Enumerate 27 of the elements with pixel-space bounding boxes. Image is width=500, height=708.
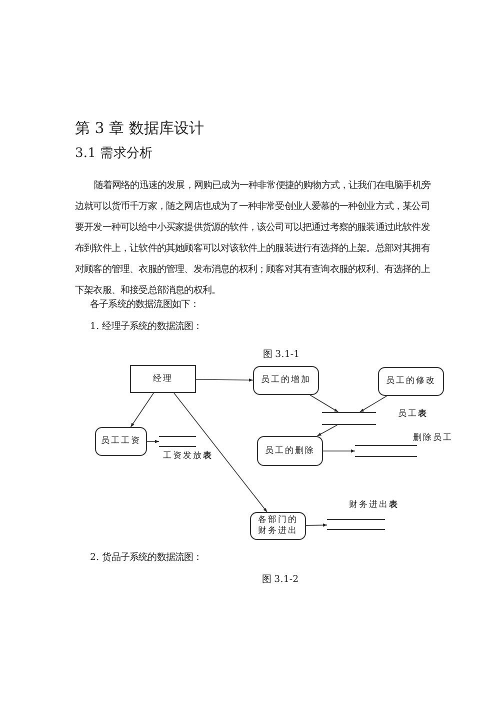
process-box: 员工的修改 <box>378 367 444 396</box>
process-box: 员工工资 <box>95 427 147 456</box>
data-store-label: 财务进出表 <box>349 499 399 511</box>
data-store-label: 员工表 <box>398 408 428 420</box>
process-box: 各部门的财务进出 <box>250 512 306 540</box>
data-store-label: 删除员工 <box>413 432 453 444</box>
figure-caption: 图 3.1-2 <box>262 573 300 587</box>
section-heading: 3.1 需求分析 <box>75 145 154 163</box>
entity-box: 经理 <box>130 365 196 393</box>
process-box: 员工的删除 <box>257 436 323 466</box>
arrow <box>146 440 160 444</box>
arrow <box>306 524 328 527</box>
arrow <box>196 378 254 382</box>
paragraph: 各子系统的数据流图如下： <box>90 298 200 312</box>
data-store-label: 工资发放表 <box>163 450 213 462</box>
arrow <box>322 449 356 453</box>
process-box: 员工的增加 <box>253 366 319 395</box>
arrow <box>174 392 268 512</box>
list-item: 2. 货品子系统的数据流图： <box>90 551 204 565</box>
chapter-heading: 第 3 章 数据库设计 <box>75 119 204 138</box>
arrow <box>310 394 339 412</box>
figure-caption: 图 3.1-1 <box>263 348 301 362</box>
paragraph: 随着网络的迅速的发展，网购已成为一种非常便捷的购物方式，让我们在电脑手机旁边就可以货币千万家，随之网店也成为了一种非常受创业人爱慕的一种创业方式，某公司要开发一种可以给中小买家提供货源的软件，该公司可以把通过考察的服装通过此软件发布到软件上，让软件的其她顾客可以对该软件上的服装进行有选择的上架。总部对其拥有对顾客的管理、衣服的管理、发布消息的权利；顾客对其有查询衣服的权利、有选择的上下架衣服、和接受总部消息的权利。 <box>75 179 432 298</box>
arrow <box>360 396 388 412</box>
arrow <box>316 424 338 436</box>
arrow <box>130 392 154 428</box>
list-item: 1. 经理子系统的数据流图： <box>90 320 204 334</box>
